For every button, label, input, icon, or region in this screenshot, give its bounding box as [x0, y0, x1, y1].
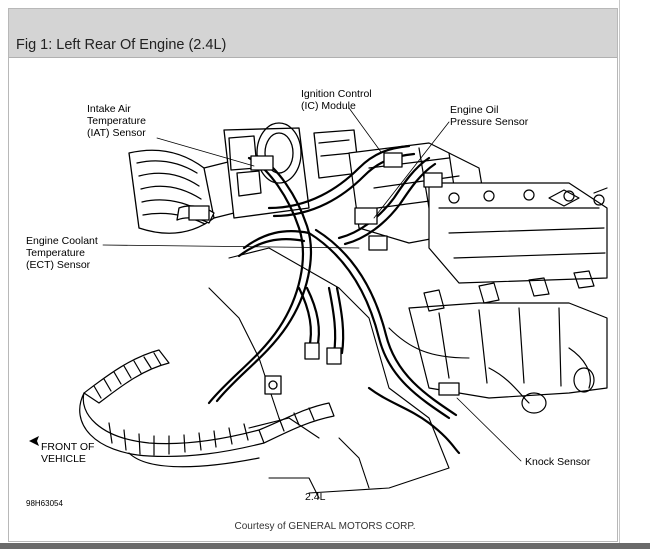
oil-label: Engine Oil Pressure Sensor	[450, 104, 529, 128]
wiring-harness	[207, 144, 461, 455]
engine-diagram: Intake Air Temperature (IAT) Sensor Igni…	[26, 88, 608, 508]
front-of-vehicle-label: FRONT OF VEHICLE	[41, 441, 97, 465]
figure-frame: Fig 1: Left Rear Of Engine (2.4L)	[8, 8, 618, 542]
knock-leader	[456, 397, 522, 462]
connectors	[188, 152, 460, 396]
figure-code: 98H63054	[26, 499, 63, 508]
cylinder-head	[428, 182, 608, 284]
front-arrow-icon	[29, 436, 39, 446]
oil-leader	[373, 121, 450, 219]
bottom-rule	[0, 543, 650, 549]
iat-leader	[156, 137, 255, 167]
ic-leader	[348, 107, 382, 153]
page-edge-rule	[619, 0, 620, 549]
throttle-body	[223, 122, 360, 219]
ect-label: Engine Coolant Temperature (ECT) Sensor	[26, 235, 101, 271]
figure-title: Fig 1: Left Rear Of Engine (2.4L)	[16, 37, 227, 53]
ect-leader	[102, 244, 360, 249]
callout-leaders	[102, 107, 522, 462]
figure-title-bar: Fig 1: Left Rear Of Engine (2.4L)	[9, 9, 617, 58]
knock-sensor-label: Knock Sensor	[525, 456, 591, 468]
courtesy-credit: Courtesy of GENERAL MOTORS CORP.	[234, 521, 416, 532]
ic-label: Ignition Control (IC) Module	[301, 88, 375, 112]
iat-label: Intake Air Temperature (IAT) Sensor	[87, 103, 149, 139]
corrugated-loom	[79, 349, 335, 468]
engine-size-label: 2.4L	[305, 491, 326, 503]
exhaust-manifold	[408, 302, 608, 414]
spark-plug-boots	[423, 270, 595, 312]
